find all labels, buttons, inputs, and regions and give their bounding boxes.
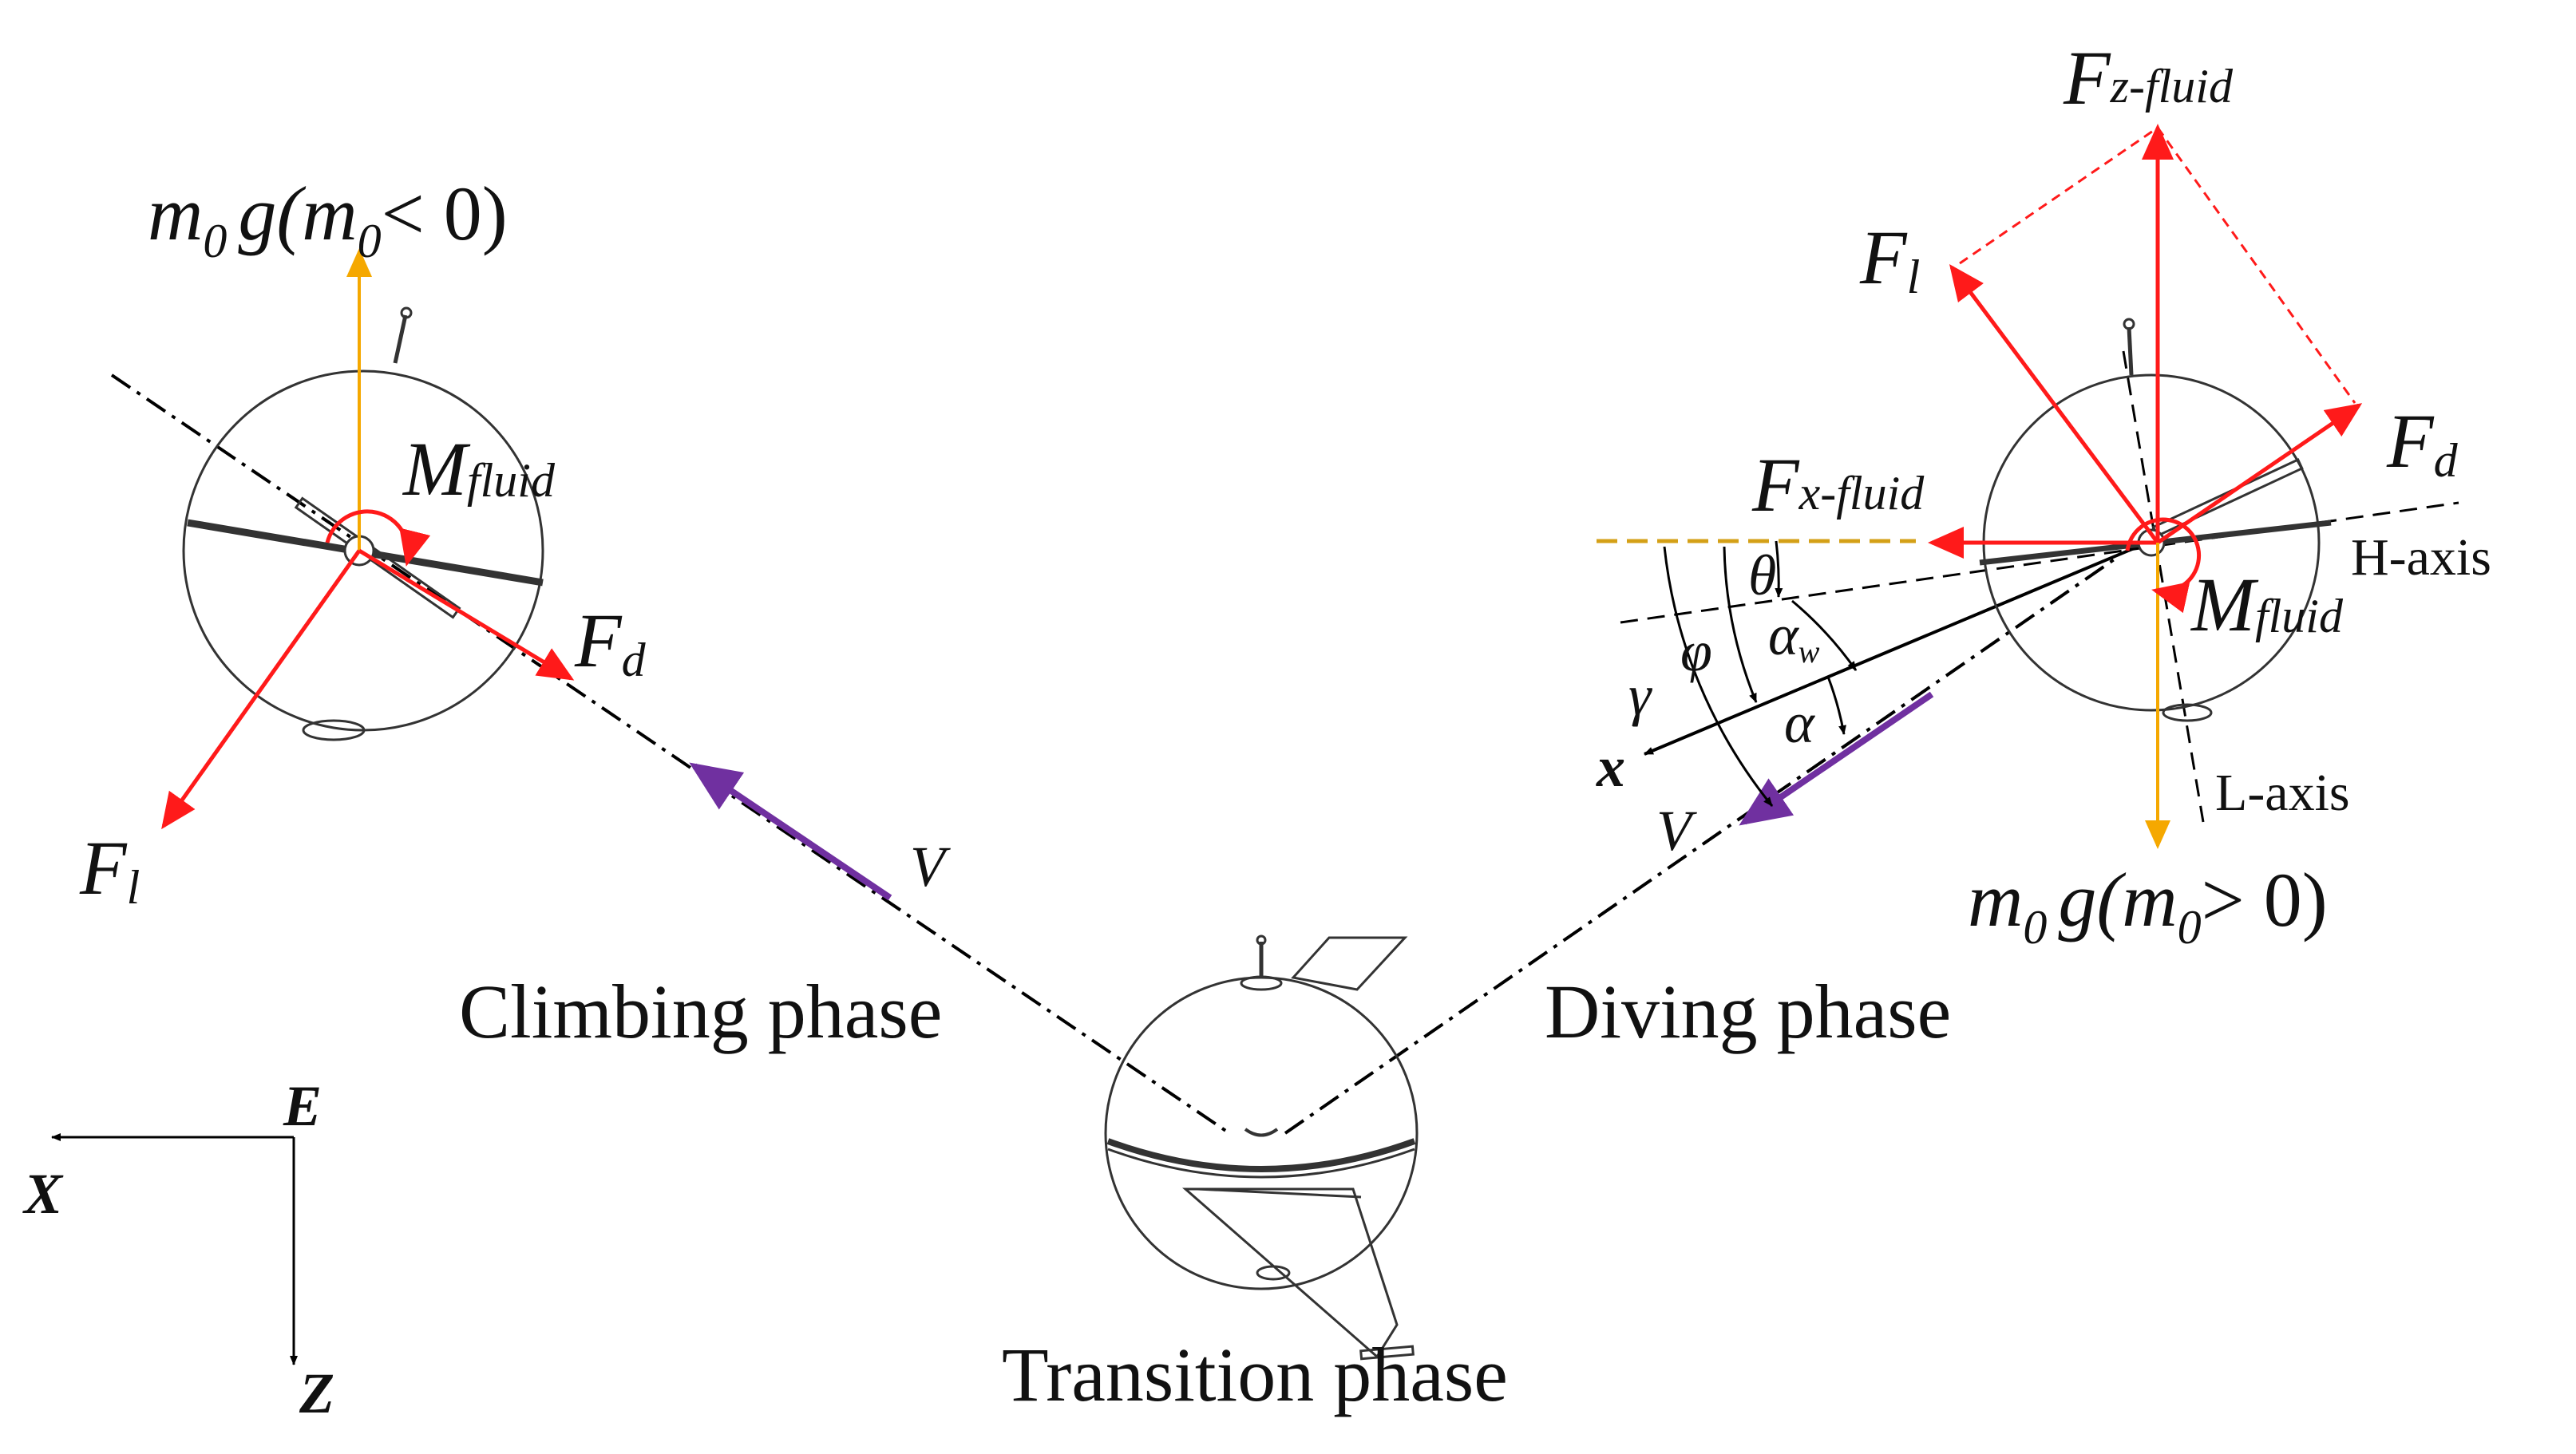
body-x-label: x [1596,735,1625,799]
climbing-glider [182,306,544,741]
diving-drag-label: Fd [2386,398,2459,487]
climbing-glider-antenna-tip [400,306,413,319]
alpha-arc [1826,676,1846,735]
climbing-velocity-arrow [689,762,892,901]
diving-velocity-arrow [1739,691,1934,826]
alpha-w-label: αw [1768,603,1820,670]
climbing-glider-bottom-sensor [302,719,366,741]
gamma-arc [1663,546,1774,807]
climbing-moment-label: Mfluid [402,426,556,512]
frame-x-label: X [22,1162,64,1226]
transition-glider [1104,934,1419,1361]
diving-moment-label: Mfluid [2190,562,2344,647]
climbing-lift-arrow [161,549,362,830]
diving-fx-label: Fx-fluid [1751,442,1925,527]
diving-phase-label: Diving phase [1545,969,1951,1054]
diving-velocity-label: V [1656,799,1697,863]
diving-fz-label: Fz-fluid [2063,35,2234,121]
transition-glider-fin-root [1197,1187,1362,1199]
climbing-drag-arrow [358,548,575,681]
climbing-glider-rudder [294,496,461,619]
coordinate-frame [51,1133,298,1365]
h-axis-line [1620,501,2459,624]
trajectory-lines [110,373,2117,1135]
transition-glider-equator-inner [1107,1148,1415,1179]
body-x-axis-arrow [1644,541,2148,756]
diving-lift-label: Fl [1859,215,1920,303]
diving-drag-arrow [2156,403,2363,545]
diving-glider-antenna-tip [2123,318,2135,330]
diving-moment-arc [2125,517,2202,613]
alpha-w-arc [1791,599,1858,671]
diving-lift-arrow [1949,263,2160,544]
climbing-drag-label: Fd [574,598,647,686]
transition-glider-top-fin [1291,936,1408,991]
h-axis-label: H-axis [2351,528,2491,587]
diving-force-parallelogram [1959,126,2356,404]
climbing-moment-arc [325,509,431,567]
phi-arc [1723,546,1758,703]
transition-phase-label: Transition phase [1002,1332,1508,1417]
diving-glider-rudder [2151,458,2304,538]
diving-glider-bottom-sensor [2162,703,2213,722]
transition-glider-top-cap [1240,975,1283,991]
transition-glider-bottom-fin [1182,1187,1399,1359]
alpha-label: α [1784,691,1815,755]
l-axis-label: L-axis [2215,764,2350,822]
gamma-label: γ [1628,663,1652,727]
phi-label: φ [1680,619,1712,683]
transition-glider-equator [1106,1138,1416,1172]
climbing-phase-label: Climbing phase [459,969,942,1054]
transition-glider-bottom-sensor [1256,1265,1291,1281]
theta-arc [1775,540,1783,598]
diving-glider-antenna [2127,326,2134,376]
frame-e-label: E [283,1074,322,1138]
climbing-lift-label: Fl [79,825,140,914]
transition-glider-fin-tip [1359,1345,1415,1361]
transition-glider-center-mark [1244,1128,1279,1137]
transition-glider-antenna-tip [1256,934,1267,946]
climbing-velocity-label: V [910,835,951,899]
climbing-glider-antenna [393,314,408,364]
theta-label: θ [1748,543,1776,607]
frame-z-label: Z [299,1361,334,1425]
climbing-trajectory-line [110,373,1231,1135]
angle-arcs [1663,540,1858,807]
